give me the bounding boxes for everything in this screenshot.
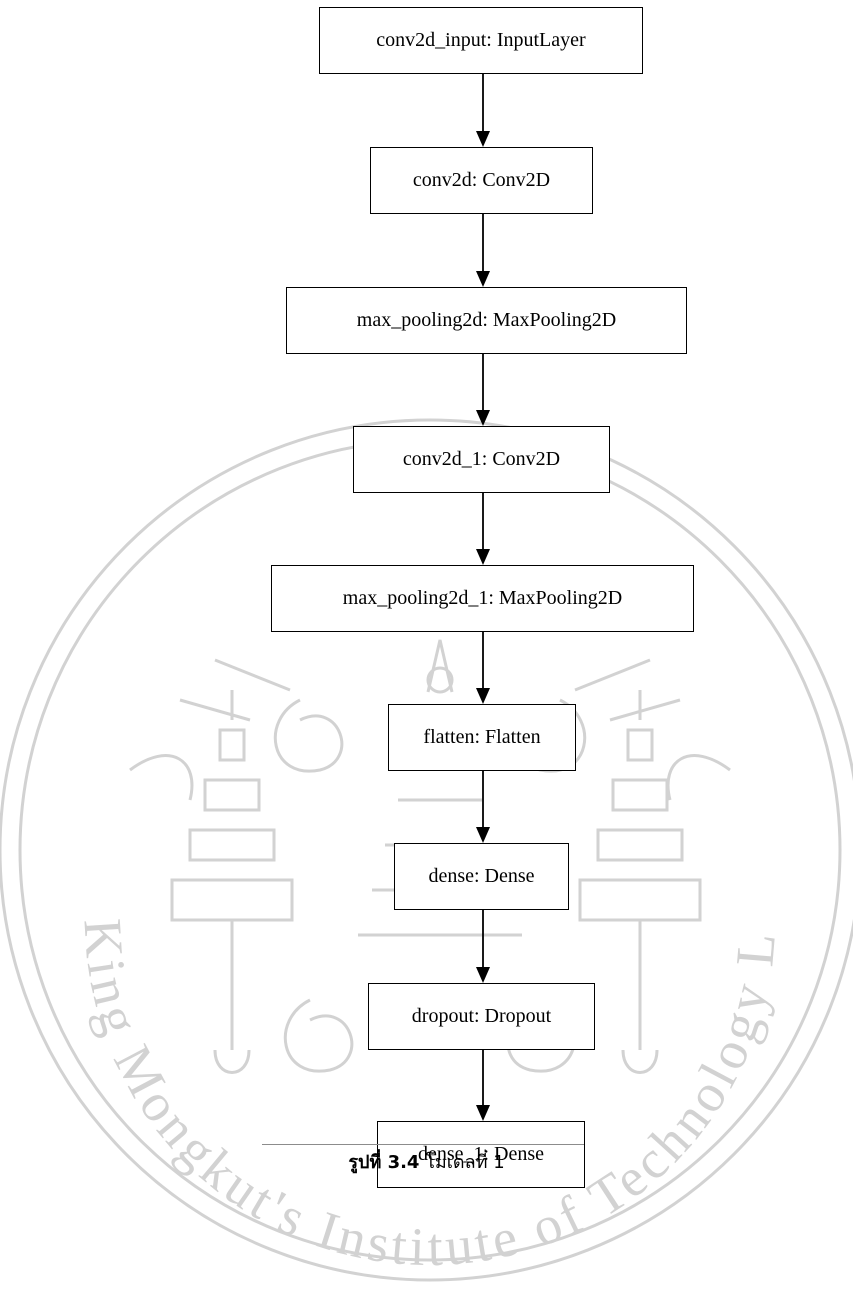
layer-node-n8: dense_1: Dense xyxy=(377,1121,585,1188)
seal-outer-ring xyxy=(0,418,853,1282)
layer-node-n6: dense: Dense xyxy=(394,843,569,910)
figure-caption: รูปที่ 3.4 โมเดลที่ 1 xyxy=(0,1147,853,1176)
layer-node-n1: conv2d: Conv2D xyxy=(370,147,593,214)
layer-node-n2: max_pooling2d: MaxPooling2D xyxy=(286,287,687,354)
edge-arrowhead-5 xyxy=(476,827,490,843)
layer-node-n5: flatten: Flatten xyxy=(388,704,576,771)
caption-rule xyxy=(262,1144,584,1145)
right-pagoda-ornament xyxy=(578,690,702,1074)
figure-caption-label: รูปที่ 3.4 xyxy=(348,1152,420,1173)
layer-node-n0: conv2d_input: InputLayer xyxy=(319,7,643,74)
figure-caption-text: โมเดลที่ 1 xyxy=(425,1152,505,1173)
layer-node-n4: max_pooling2d_1: MaxPooling2D xyxy=(271,565,694,632)
edge-arrowhead-2 xyxy=(476,410,490,426)
edge-arrowhead-1 xyxy=(476,271,490,287)
edge-arrowhead-3 xyxy=(476,549,490,565)
edge-arrowhead-7 xyxy=(476,1105,490,1121)
edge-arrowhead-0 xyxy=(476,131,490,147)
left-pagoda-ornament xyxy=(170,690,294,1074)
edge-arrowhead-4 xyxy=(476,688,490,704)
edge-arrowhead-6 xyxy=(476,967,490,983)
layer-node-n7: dropout: Dropout xyxy=(368,983,595,1050)
layer-node-n3: conv2d_1: Conv2D xyxy=(353,426,610,493)
